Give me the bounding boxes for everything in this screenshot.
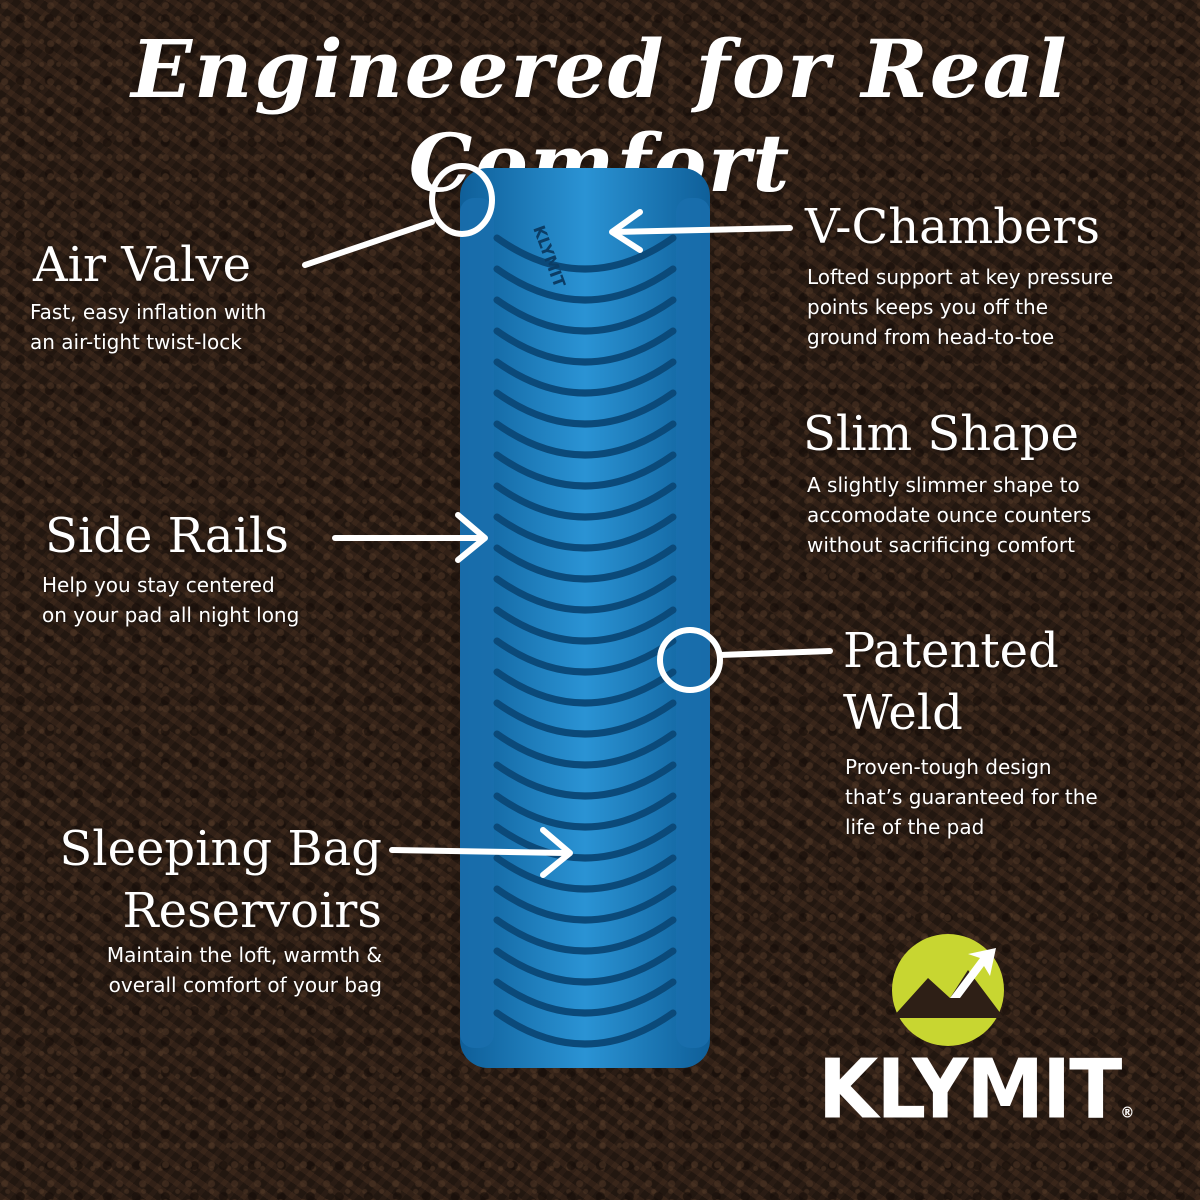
v-chambers-description: Lofted support at key pressure points ke… [807,265,1114,349]
patented-weld-connector [717,648,833,658]
v-chamber [493,451,677,490]
v-chamber [493,823,677,862]
v-chamber [493,668,677,707]
v-chamber [493,482,677,521]
v-chamber [493,699,677,738]
v-chamber [493,296,677,335]
air-valve-connector [302,219,435,268]
reservoirs-heading: Sleeping Bag Reservoirs [59,821,382,939]
v-chamber [493,947,677,986]
v-chamber [493,978,677,1017]
air-valve-description: Fast, easy inflation with an air-tight t… [30,300,267,354]
side-rails-description: Help you stay centered on your pad all n… [42,573,300,627]
v-chamber [493,792,677,831]
v-chambers-heading: V-Chambers [805,199,1100,255]
v-chamber [493,389,677,428]
v-chamber [493,761,677,800]
v-chamber [493,575,677,614]
air-valve-heading: Air Valve [33,237,251,293]
v-chamber [493,420,677,459]
patented-weld-description: Proven-tough design that’s guaranteed fo… [845,755,1098,839]
v-chamber [493,327,677,366]
mountain-arrow-icon [892,934,1004,1046]
slim-shape-description: A slightly slimmer shape to accomodate o… [807,473,1092,557]
patented-weld-heading: Patented Weld [843,623,1059,741]
v-chamber [493,1009,677,1048]
v-chamber [493,358,677,397]
registered-mark: ® [1120,1104,1135,1122]
v-chamber [493,854,677,893]
side-rails-heading: Side Rails [45,508,289,564]
v-chamber [493,513,677,552]
pad-side-rail-right [676,198,710,1048]
v-chamber [493,885,677,924]
v-chamber [493,916,677,955]
v-chamber [493,637,677,676]
v-chamber [493,730,677,769]
v-chamber [493,544,677,583]
v-chamber-group [493,234,677,1048]
reservoirs-description: Maintain the loft, warmth & overall comf… [106,943,382,997]
v-chamber [493,265,677,304]
v-chamber [493,606,677,645]
slim-shape-heading: Slim Shape [803,406,1079,462]
v-chamber [493,234,677,273]
page-title: Engineered for Real Comfort [131,22,1069,210]
sleeping-pad-image: KLYMIT [460,168,710,1068]
klymit-logo: KLYMIT® [818,1042,1135,1138]
pad-side-rail-left [460,198,494,1048]
